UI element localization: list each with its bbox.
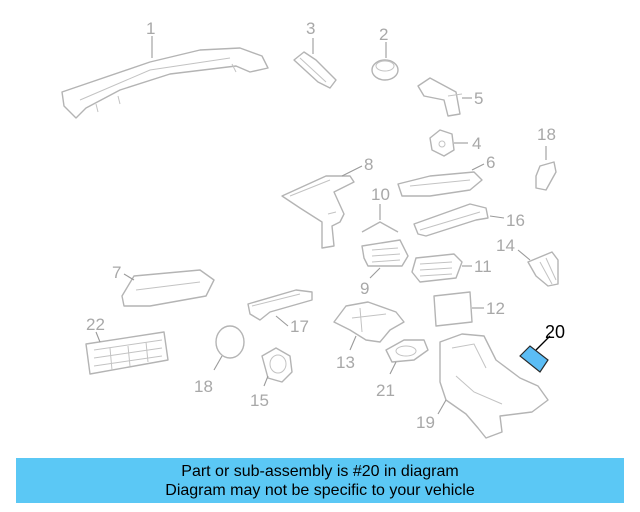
part-11: 11 — [411, 253, 492, 283]
label-16: 16 — [506, 211, 525, 230]
label-5: 5 — [474, 89, 483, 108]
part-20[interactable]: 20 — [519, 322, 565, 373]
part-10: 10 — [361, 185, 399, 233]
label-1: 1 — [146, 19, 155, 38]
part-3: 3 — [293, 19, 337, 89]
label-22: 22 — [86, 315, 105, 334]
part-7: 7 — [112, 263, 215, 307]
part-5: 5 — [417, 77, 483, 117]
part-18-lower: 18 — [194, 325, 245, 396]
label-10: 10 — [371, 185, 390, 204]
part-22: 22 — [85, 315, 169, 375]
label-18b: 18 — [194, 377, 213, 396]
label-14: 14 — [496, 236, 515, 255]
label-9: 9 — [360, 279, 369, 298]
part-2: 2 — [371, 25, 399, 81]
part-12: 12 — [433, 291, 505, 327]
part-16: 16 — [413, 203, 525, 237]
label-7: 7 — [112, 263, 121, 282]
part-19: 19 — [416, 333, 549, 439]
part-15: 15 — [250, 347, 293, 410]
label-18a: 18 — [537, 125, 556, 144]
part-18-upper: 18 — [535, 125, 557, 191]
banner-line-1: Part or sub-assembly is #20 in diagram — [181, 462, 459, 480]
label-13: 13 — [336, 353, 355, 372]
part-17: 17 — [247, 289, 313, 336]
part-8: 8 — [281, 155, 373, 249]
label-3: 3 — [306, 19, 315, 38]
label-11: 11 — [474, 257, 492, 276]
label-8: 8 — [364, 155, 373, 174]
label-19: 19 — [416, 413, 435, 432]
part-4: 4 — [429, 129, 481, 157]
part-1: 1 — [61, 19, 269, 119]
part-13: 13 — [333, 301, 405, 372]
label-20: 20 — [545, 322, 565, 342]
label-6: 6 — [486, 153, 495, 172]
info-banner: Part or sub-assembly is #20 in diagram D… — [16, 458, 624, 503]
part-21: 21 — [376, 339, 429, 400]
banner-line-2: Diagram may not be specific to your vehi… — [165, 481, 475, 499]
part-14: 14 — [496, 236, 559, 287]
label-21: 21 — [376, 381, 395, 400]
part-20-highlight — [519, 345, 549, 373]
part-9: 9 — [360, 239, 409, 298]
label-4: 4 — [472, 134, 481, 153]
label-17: 17 — [290, 317, 309, 336]
part-6: 6 — [397, 153, 495, 197]
label-2: 2 — [379, 25, 388, 44]
label-12: 12 — [486, 299, 505, 318]
label-15: 15 — [250, 391, 269, 410]
